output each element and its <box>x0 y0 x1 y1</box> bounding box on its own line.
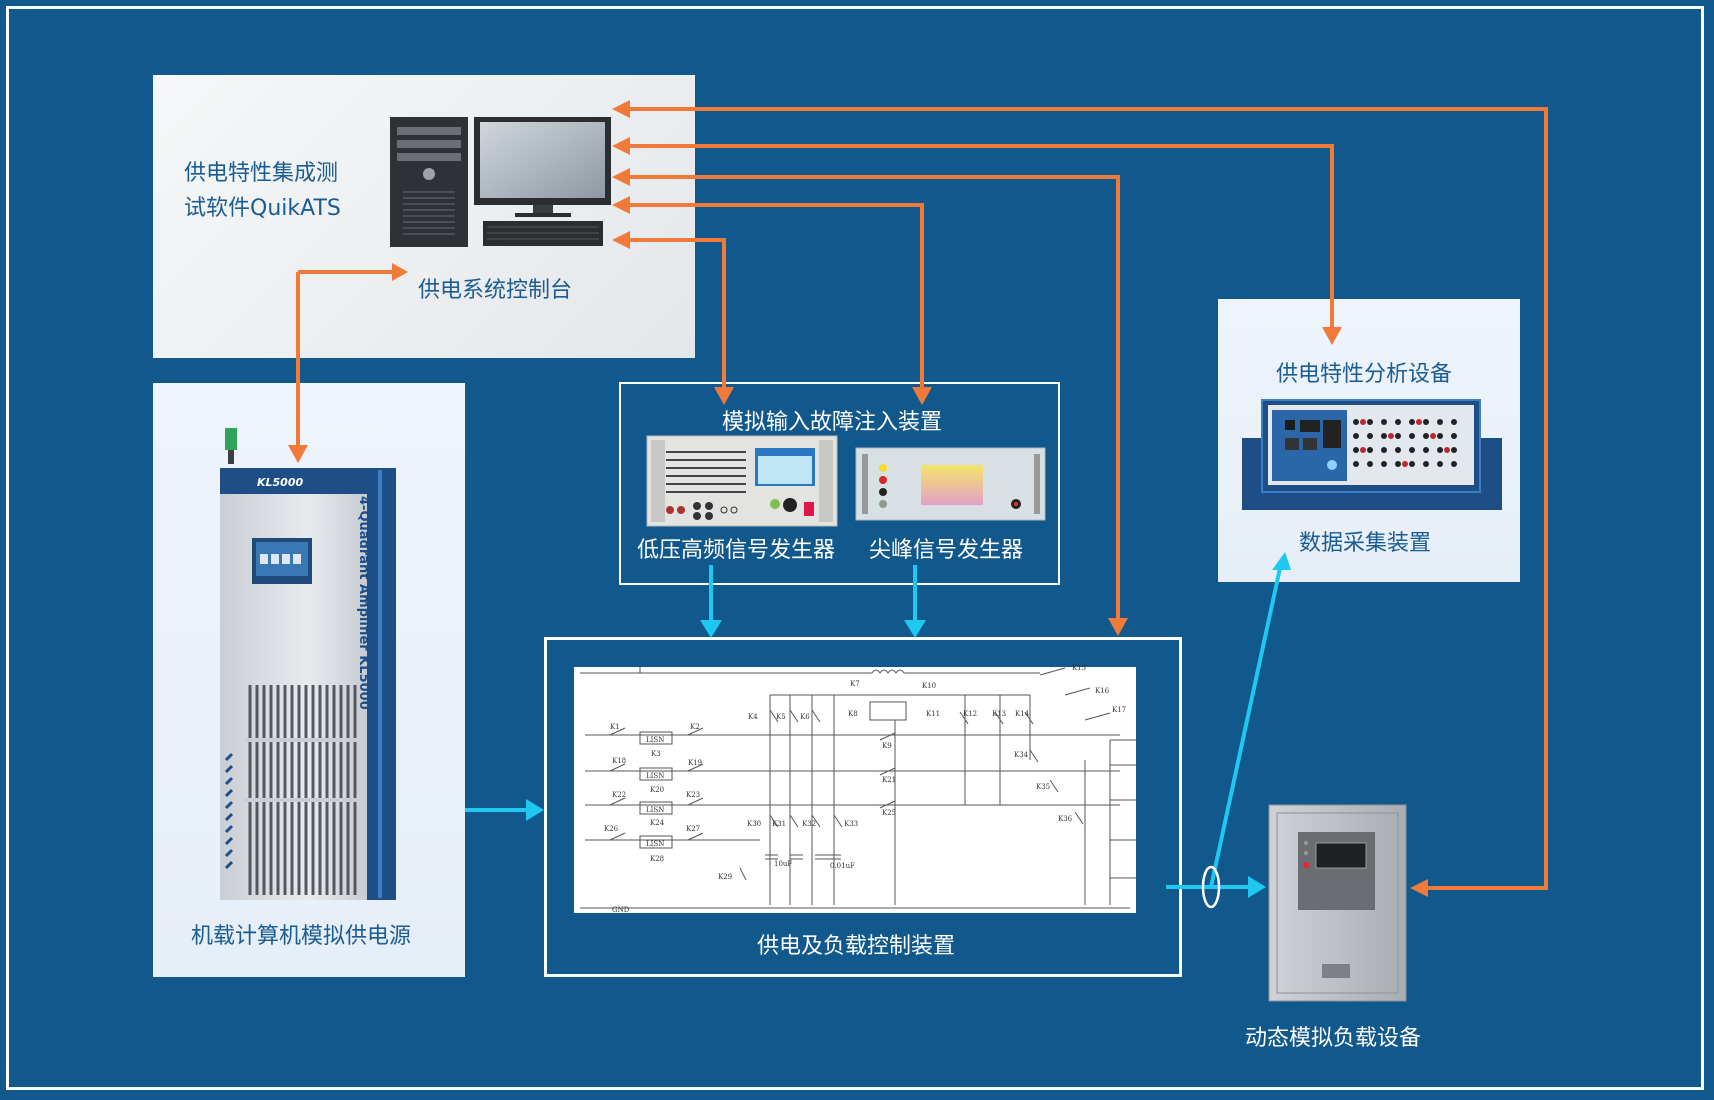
lv-generator-label: 低压高频信号发生器 <box>637 538 836 563</box>
power-arrowheads <box>526 552 1291 898</box>
sch-k24: K24 <box>650 819 665 827</box>
daq-label: 数据采集装置 <box>1299 531 1432 556</box>
sch-k7: K7 <box>850 680 860 688</box>
sch-lisn-4: LISN <box>646 840 664 848</box>
cabinet-side-text: 4-Quadrant Amplifier KL5000 <box>356 496 371 710</box>
sch-k16: K16 <box>1095 687 1110 695</box>
sch-001uf: 0.01uF <box>830 862 855 870</box>
sch-k30: K30 <box>747 820 761 828</box>
sch-k33: K33 <box>844 820 858 828</box>
dynamic-load-label: 动态模拟负载设备 <box>1245 1026 1422 1051</box>
sch-k10: K10 <box>922 682 936 690</box>
arrow-control-device <box>626 175 1120 628</box>
sch-k11: K11 <box>926 710 940 718</box>
arrow-spike-generator <box>626 203 924 397</box>
software-name-line2: 试软件QuikATS <box>184 196 341 221</box>
sch-k34: K34 <box>1014 751 1029 759</box>
sch-k18: K18 <box>612 757 626 765</box>
sch-10uf: 10uF <box>774 860 792 868</box>
amplifier-cabinet-icon: KL5000 4-Quadrant Amplifier KL5000 <box>220 428 396 900</box>
control-connections <box>296 107 1548 890</box>
sch-k17: K17 <box>1112 706 1126 714</box>
sch-k23: K23 <box>686 791 700 799</box>
arrow-analysis <box>626 144 1334 337</box>
control-device-label: 供电及负载控制装置 <box>757 934 956 959</box>
analysis-title: 供电特性分析设备 <box>1276 362 1453 387</box>
current-probe-icon <box>1201 865 1221 909</box>
spike-generator-label: 尖峰信号发生器 <box>869 538 1024 563</box>
sch-k14: K14 <box>1015 710 1030 718</box>
sch-k12: K12 <box>963 710 977 718</box>
software-name-line1: 供电特性集成测 <box>184 161 339 186</box>
sch-k13: K13 <box>992 710 1006 718</box>
sch-k21: K21 <box>882 776 896 784</box>
sch-k2: K2 <box>690 723 700 731</box>
sch-lisn-2: LISN <box>646 772 664 780</box>
sch-k35: K35 <box>1036 783 1050 791</box>
spike-generator-icon <box>855 447 1046 521</box>
daq-device-icon <box>1242 399 1502 510</box>
control-device-panel <box>544 637 1182 977</box>
circuit-schematic: K1 K2 K3 K4 K5 K6 K7 K8 K9 K10 K11 K12 K… <box>574 664 1136 914</box>
sch-k4: K4 <box>748 713 758 721</box>
fault-injection-title: 模拟输入故障注入装置 <box>722 410 943 435</box>
power-source-label: 机载计算机模拟供电源 <box>191 924 412 949</box>
sch-k15: K15 <box>1072 664 1086 672</box>
sch-k28: K28 <box>650 855 664 863</box>
sch-k36: K36 <box>1058 815 1073 823</box>
computer-icon <box>390 117 611 247</box>
sch-k5: K5 <box>776 713 786 721</box>
sch-gnd: GND <box>612 906 630 914</box>
sch-k19: K19 <box>688 759 702 767</box>
sch-k20: K20 <box>650 786 664 794</box>
sch-k31: K31 <box>772 820 786 828</box>
sch-k22: K22 <box>612 791 626 799</box>
sch-k25: K25 <box>882 809 896 817</box>
console-label: 供电系统控制台 <box>418 278 573 303</box>
sch-k29: K29 <box>718 873 732 881</box>
sch-lisn-3: LISN <box>646 806 664 814</box>
sch-k32: K32 <box>802 820 816 828</box>
sch-k8: K8 <box>848 710 858 718</box>
sch-lisn-1: LISN <box>646 736 664 744</box>
arrow-to-daq <box>1209 567 1282 888</box>
sch-k26: K26 <box>604 825 619 833</box>
sch-k3: K3 <box>651 750 661 758</box>
power-connections <box>465 565 1282 889</box>
fault-injection-panel <box>619 382 1060 585</box>
sch-k6: K6 <box>800 713 810 721</box>
cabinet-brand: KL5000 <box>257 476 303 489</box>
sch-k9: K9 <box>882 742 892 750</box>
sch-k1: K1 <box>610 723 620 731</box>
dynamic-load-cabinet-icon <box>1268 804 1407 1002</box>
arrow-lv-generator <box>626 238 726 397</box>
arrow-dynamic-load <box>626 107 1548 890</box>
lv-hf-generator-icon <box>646 435 838 527</box>
control-arrowheads <box>288 100 1428 897</box>
sch-k27: K27 <box>686 825 700 833</box>
outer-frame <box>6 6 1704 1090</box>
